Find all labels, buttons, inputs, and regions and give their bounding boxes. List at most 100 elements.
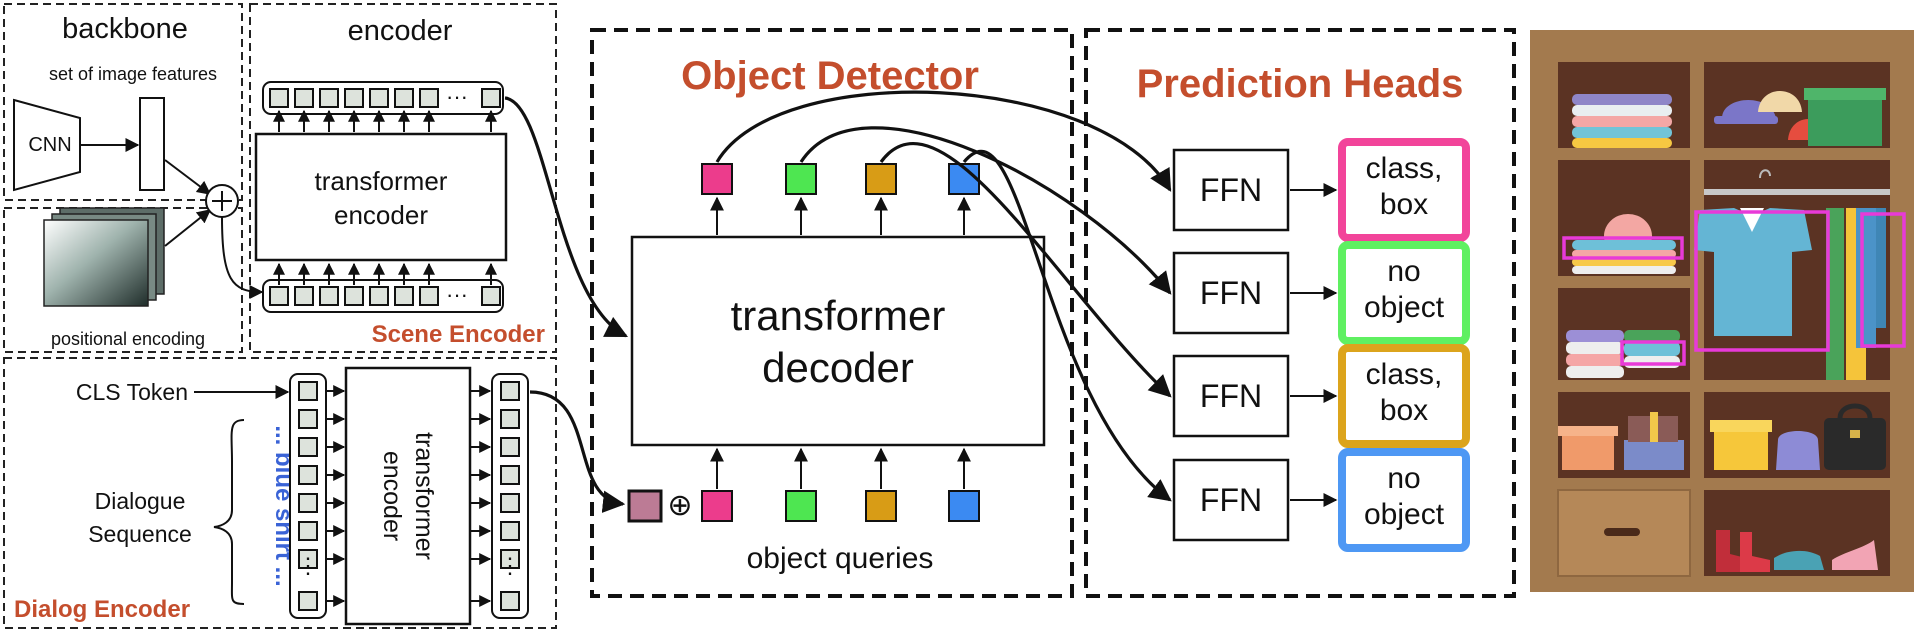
encoder-output-tokens [262, 81, 504, 132]
dialog-encoder-label: Dialog Encoder [14, 596, 190, 623]
prediction-output-box [1338, 448, 1470, 552]
backbone-title: backbone [62, 13, 188, 45]
prediction-output-line1: class, [1366, 152, 1443, 185]
prediction-output-box [1338, 344, 1470, 448]
plus-symbol: ⊕ [667, 489, 692, 522]
object-detector-box [590, 28, 1074, 598]
dialog-output-tokens [491, 373, 529, 619]
prediction-head-rows: FFNclass,boxFFNnoobjectFFNclass,boxFFNno… [1172, 138, 1470, 552]
dialog-output-token [500, 549, 520, 569]
encoder-input-token [394, 286, 414, 306]
ffn-box [1172, 148, 1290, 232]
cnn-label: CNN [28, 134, 71, 156]
transformer-decoder-label-2: decoder [762, 344, 914, 391]
object-query-square [865, 490, 897, 522]
dialog-input-token [298, 437, 318, 457]
transformer-encoder-label-2: encoder [334, 200, 428, 230]
prediction-output-line2: object [1364, 291, 1445, 324]
scene-encoder-label: Scene Encoder [372, 321, 545, 348]
encoder-output-token [419, 88, 439, 108]
scene-to-decoder-arrow [504, 96, 628, 338]
highlight-small-stack [1620, 340, 1686, 366]
plus-to-tokens-arrow [221, 216, 264, 299]
ffn-label: FFN [1200, 482, 1262, 518]
prediction-output-box [1338, 138, 1470, 242]
encoder-output-token [319, 88, 339, 108]
dialog-input-token [298, 591, 318, 611]
decoder-to-ffn-arrow [715, 90, 1172, 192]
decoder-to-ffn-arrow [879, 142, 1172, 398]
dialog-transformer-label: transformerencoder [378, 432, 438, 560]
encoder-bottom-ellipsis: ··· [446, 282, 468, 307]
dialog-transformer-box [344, 366, 472, 626]
object-query-square [948, 490, 980, 522]
wardrobe-highlights [1562, 210, 1906, 366]
cls-query-square [627, 489, 663, 523]
dialog-input-tokens [289, 373, 327, 619]
object-detector-title: Object Detector [681, 54, 979, 98]
decoder-output-square [701, 163, 733, 195]
prediction-output-line1: no [1387, 462, 1420, 495]
encoder-box [249, 3, 557, 353]
encoder-input-token [419, 286, 439, 306]
prediction-output-line2: object [1364, 498, 1445, 531]
dialog-transformer-label-2: encoder [378, 451, 406, 541]
encoder-input-tokens [262, 262, 504, 313]
encoder-output-token [344, 88, 364, 108]
encoder-input-token [344, 286, 364, 306]
decoder-output-square [785, 163, 817, 195]
encoder-input-token [294, 286, 314, 306]
prediction-heads: Prediction Heads FFNclass,boxFFNnoobject… [715, 28, 1516, 598]
transformer-decoder-label-1: transformer [731, 292, 946, 339]
dialog-input-token [298, 493, 318, 513]
object-queries [701, 447, 980, 522]
wardrobe-image [1530, 30, 1914, 592]
object-queries-label: object queries [747, 542, 934, 575]
image-features-label: set of image features [49, 64, 217, 84]
encoder-title: encoder [348, 15, 453, 47]
transformer-decoder-box [630, 235, 1046, 447]
dialog-left-ellipsis: ⋮ [297, 553, 319, 578]
positional-encoding-stack [43, 207, 165, 307]
encoder-input-token [319, 286, 339, 306]
encoder-input-token [481, 286, 501, 306]
ffn-box [1172, 458, 1290, 542]
sequence-brace [213, 419, 245, 605]
feature-to-plus-arrow [164, 159, 212, 195]
object-query-square [701, 490, 733, 522]
cls-token-label: CLS Token [76, 379, 188, 405]
encoder-input-token [269, 286, 289, 306]
decoder-to-ffn-arrow [962, 150, 1172, 502]
highlight-blue-shirt [1694, 210, 1830, 352]
backbone-box [3, 3, 243, 201]
highlight-hanging-item [1860, 212, 1906, 348]
encoder-output-token [369, 88, 389, 108]
object-detector: Object Detector transformer decoder ⊕ ob… [504, 28, 1074, 598]
prediction-output-line1: no [1387, 255, 1420, 288]
dialog-encoder-box [3, 357, 557, 629]
scene-encoder: backbone set of image features CNN posit… [3, 3, 557, 353]
feature-bar [139, 97, 165, 191]
decoder-to-ffn-arrow [799, 126, 1172, 295]
cls-input-token [298, 381, 318, 401]
dialog-input-token [298, 465, 318, 485]
ffn-label: FFN [1200, 275, 1262, 311]
highlight-folded-shirts [1562, 236, 1684, 260]
dialog-output-token [500, 437, 520, 457]
dialog-token-arrows [326, 385, 492, 607]
dialog-transformer-label-1: transformer [410, 432, 438, 560]
pos-to-plus-arrow [164, 209, 212, 247]
dialog-output-token [500, 591, 520, 611]
transformer-encoder-label-1: transformer [315, 166, 448, 196]
object-query-square [785, 490, 817, 522]
cls-output-token [500, 381, 520, 401]
encoder-output-token [481, 88, 501, 108]
prediction-output-line2: box [1380, 394, 1428, 427]
prediction-heads-title: Prediction Heads [1137, 62, 1464, 106]
decoder-to-ffn-arrows [715, 90, 1172, 502]
decoder-output-square [865, 163, 897, 195]
dialog-output-token [500, 493, 520, 513]
prediction-output-box [1338, 241, 1470, 345]
encoder-output-token [269, 88, 289, 108]
